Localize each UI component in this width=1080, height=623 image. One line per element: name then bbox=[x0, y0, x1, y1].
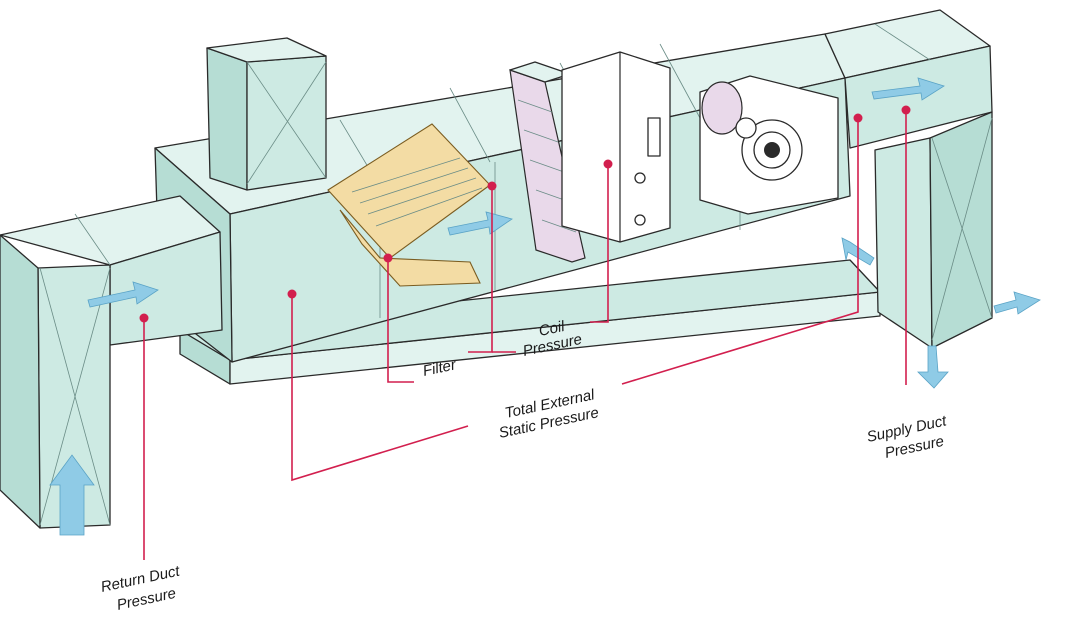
total-leader-left bbox=[291, 294, 469, 482]
total-tap-dot-right bbox=[853, 113, 863, 123]
pressure-leaders bbox=[139, 105, 911, 560]
coil-leader bbox=[590, 164, 609, 323]
coil-tap-dot bbox=[603, 159, 613, 169]
return-horizontal-arrow bbox=[87, 281, 159, 308]
top-plenum-box bbox=[206, 37, 327, 191]
supply-down-arrow bbox=[917, 345, 949, 389]
total-leader-right bbox=[621, 118, 859, 385]
filter-tap-dot-1 bbox=[383, 253, 393, 263]
heater-box bbox=[561, 51, 671, 243]
filter-label: Filter bbox=[421, 356, 458, 380]
filter-leader bbox=[387, 258, 414, 383]
supply-top-arrow bbox=[871, 77, 945, 101]
return-up-arrow bbox=[49, 454, 95, 536]
supply-tap-dot bbox=[901, 105, 911, 115]
return-duct bbox=[0, 195, 223, 529]
blower-fan bbox=[699, 75, 839, 215]
filter-tap-dot-2 bbox=[487, 181, 497, 191]
supply-outlet-arrow bbox=[993, 291, 1041, 315]
coil-label-line1: Coil bbox=[537, 318, 566, 340]
return-tap-dot bbox=[139, 313, 149, 323]
supply-duct bbox=[824, 9, 993, 349]
filter-inlet-arrow bbox=[447, 211, 513, 236]
total-tap-dot-left bbox=[287, 289, 297, 299]
